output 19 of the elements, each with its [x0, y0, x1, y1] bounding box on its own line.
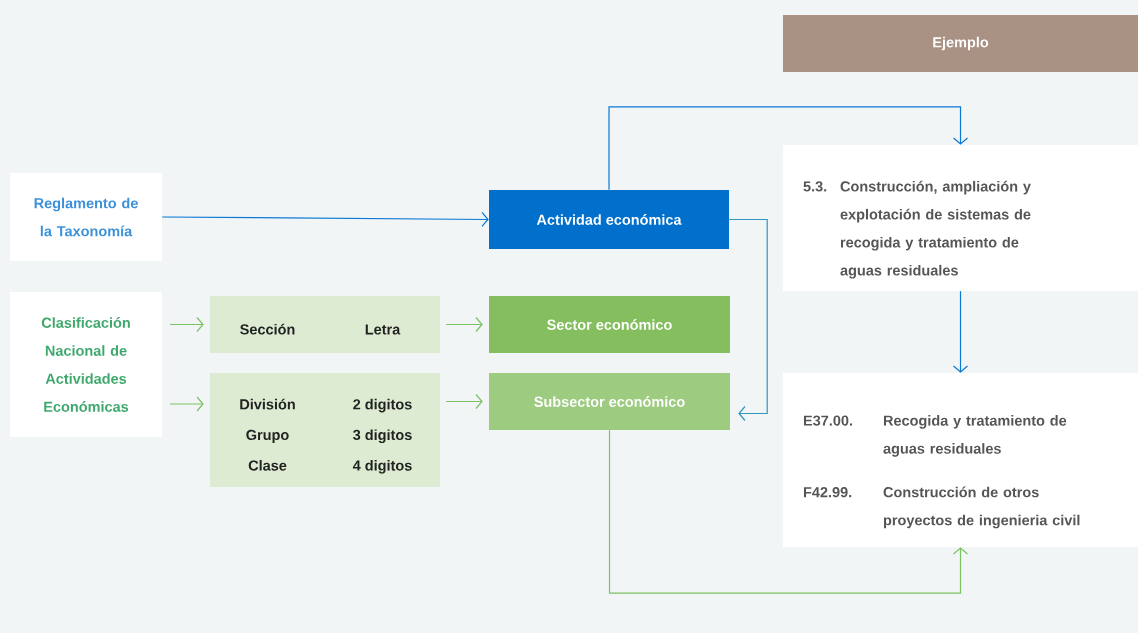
- arrow: [445, 393, 483, 410]
- arrow: [161, 211, 489, 228]
- arrow: [728, 218, 768, 422]
- arrow: [608, 106, 969, 191]
- code-box: División 2 digitos Grupo 3 digitos Clase 4 digitos: [210, 373, 440, 487]
- process-box: Sector económico: [489, 296, 730, 353]
- source-box: Reglamento de la Taxonomía: [10, 173, 162, 261]
- arrow: [952, 290, 969, 373]
- header-band: Ejemplo: [783, 15, 1138, 72]
- process-box: Actividad económica: [489, 190, 729, 249]
- arrow: [169, 396, 204, 412]
- example-box: 5.3. Construcción, ampliación y explotación de sistemas de recogida y tratamiento de aguas residuales: [783, 145, 1138, 291]
- example-box: E37.00. Recogida y tratamiento de aguas residuales F42.99. Construcción de otros proyectos de ingenieria civil: [783, 373, 1138, 547]
- process-box: Subsector económico: [489, 373, 730, 430]
- arrow: [169, 316, 204, 333]
- code-box: Sección Letra: [210, 296, 440, 353]
- arrow: [445, 316, 483, 333]
- arrow: [608, 429, 969, 594]
- source-box: Clasificación Nacional de Actividades Económicas: [10, 292, 162, 437]
